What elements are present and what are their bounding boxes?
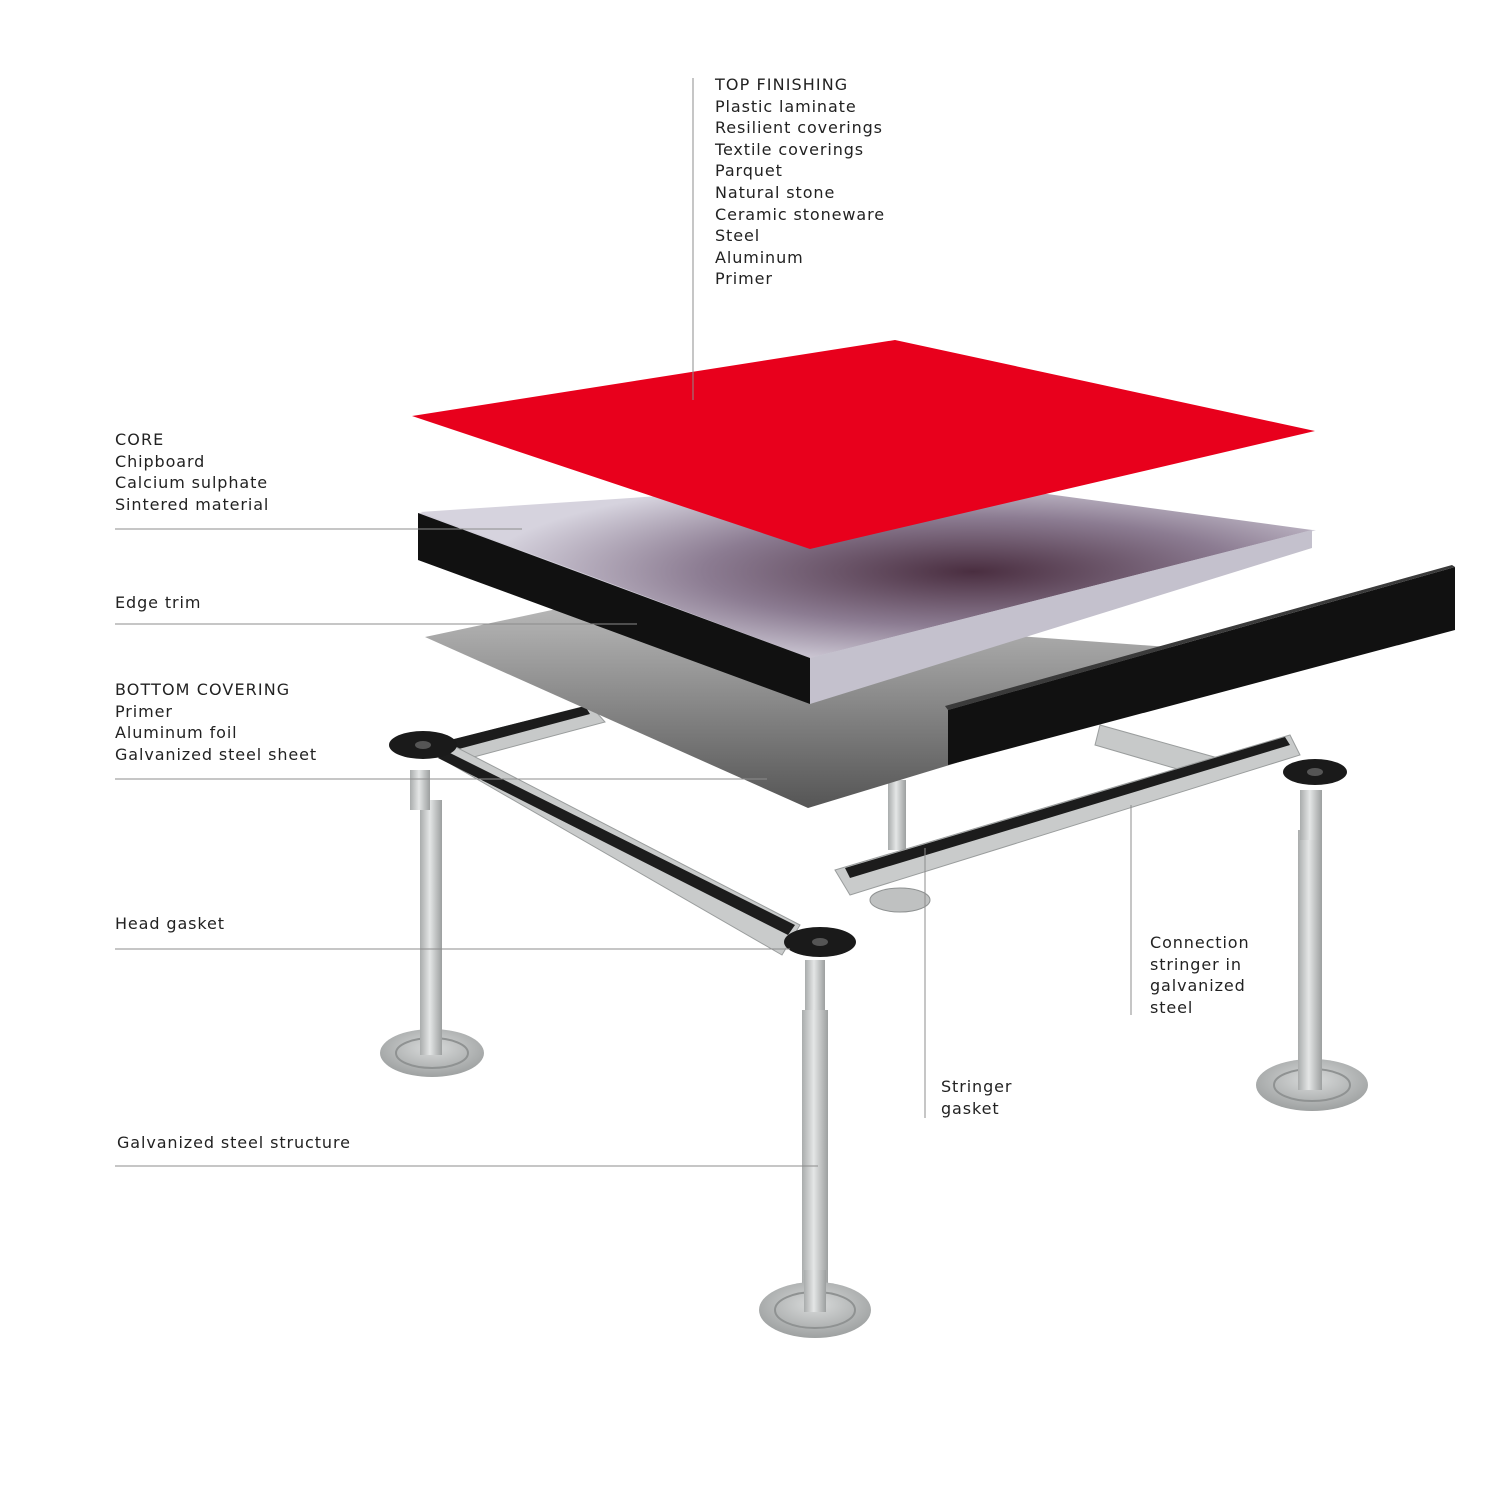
core-edge-trim-left: [418, 513, 810, 704]
bottom-covering-label: BOTTOM COVERING Primer Aluminum foil Gal…: [115, 679, 317, 765]
bottom-covering-item: Aluminum foil: [115, 723, 238, 743]
bottom-covering-item: Galvanized steel sheet: [115, 744, 318, 764]
bottom-covering-item: Primer: [115, 701, 173, 721]
top-finishing-item: Steel: [715, 226, 761, 246]
top-finishing-item: Aluminum: [715, 247, 804, 267]
connection-stringer-line: stringer in: [1150, 954, 1242, 974]
pedestal-head-back-right: [1283, 759, 1347, 785]
top-finishing-item: Primer: [715, 269, 773, 289]
pedestal-back-center: [888, 780, 906, 850]
core-item: Sintered material: [115, 494, 270, 514]
top-finishing-item: Textile coverings: [715, 139, 865, 159]
core-heading: CORE: [115, 430, 165, 449]
top-finishing-item: Parquet: [715, 161, 783, 181]
edge-trim-text: Edge trim: [115, 593, 202, 612]
head-gasket-label: Head gasket: [115, 913, 225, 935]
edge-trim-label: Edge trim: [115, 592, 201, 614]
bottom-covering-heading: BOTTOM COVERING: [115, 680, 291, 699]
connection-stringer-line: galvanized: [1150, 976, 1246, 996]
top-finishing-item: Resilient coverings: [715, 118, 883, 138]
edge-trim-strip-side: [945, 565, 1455, 710]
top-finishing-heading: TOP FINISHING: [715, 75, 849, 94]
pedestal-back-left: [380, 770, 484, 1077]
top-finishing-sheet: [412, 340, 1315, 549]
connection-stringer-line: Connection: [1150, 933, 1250, 952]
core-side-right: [810, 530, 1312, 704]
head-gasket-text: Head gasket: [115, 914, 225, 933]
edge-trim-strip: [948, 567, 1455, 765]
stringer-gasket-line: gasket: [941, 1098, 1000, 1118]
pedestal-head-back-left: [389, 731, 457, 759]
pedestal-back-right: [1256, 790, 1368, 1111]
stringer-front-right: [834, 734, 1301, 913]
stringer-gasket-line: Stringer: [941, 1077, 1013, 1096]
leader-lines: [115, 78, 1132, 1167]
core-panel: [418, 478, 1316, 704]
bottom-covering-sheet: [425, 604, 1305, 808]
core-label: CORE Chipboard Calcium sulphate Sintered…: [115, 429, 269, 515]
core-item: Calcium sulphate: [115, 473, 269, 493]
top-finishing-label: TOP FINISHING Plastic laminate Resilient…: [715, 74, 885, 290]
galvanized-structure-label: Galvanized steel structure: [117, 1132, 351, 1154]
core-top-face: [420, 478, 1312, 658]
pedestal-front: [759, 960, 871, 1338]
core-item: Chipboard: [115, 451, 206, 471]
connection-stringer-line: steel: [1150, 997, 1194, 1017]
top-finishing-item: Plastic laminate: [715, 96, 857, 116]
top-finishing-item: Ceramic stoneware: [715, 204, 885, 224]
pedestal-head-front: [784, 927, 856, 957]
stringer-gasket-label: Stringer gasket: [941, 1076, 1012, 1119]
connection-stringer-label: Connection stringer in galvanized steel: [1150, 932, 1250, 1018]
top-finishing-item: Natural stone: [715, 182, 836, 202]
galvanized-structure-text: Galvanized steel structure: [117, 1133, 351, 1152]
